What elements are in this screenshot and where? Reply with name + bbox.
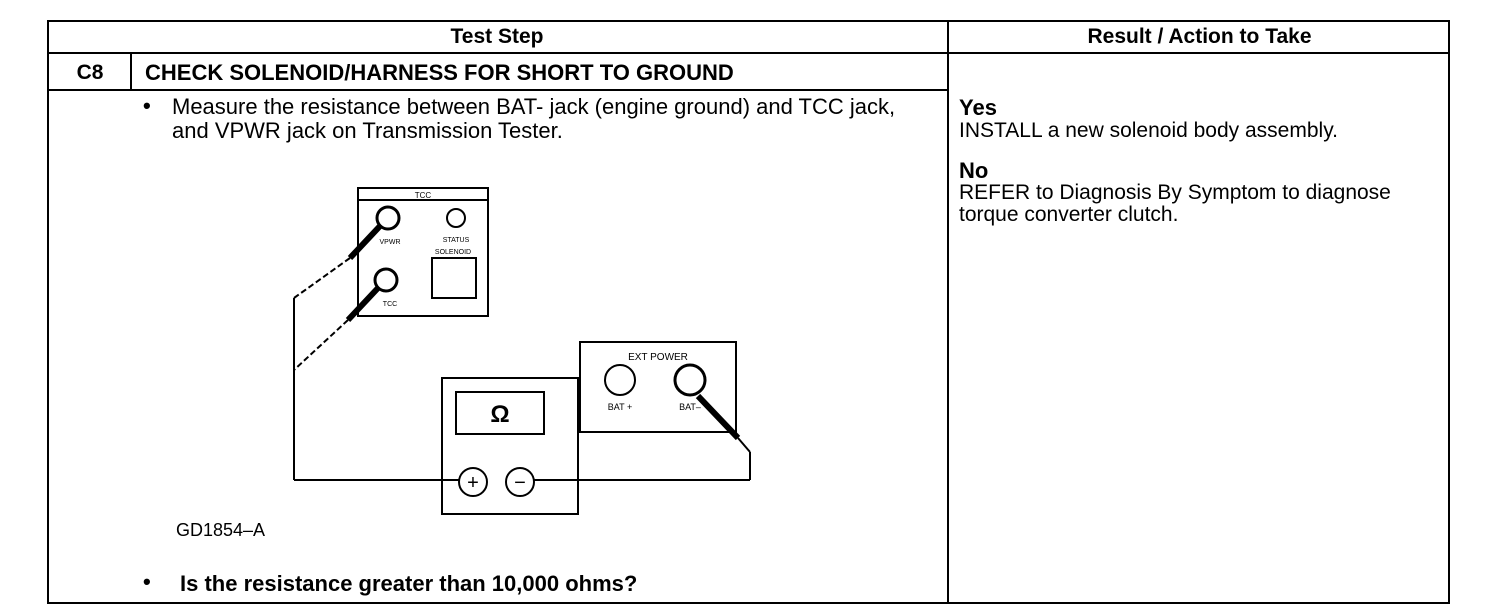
vpwr-jack-label: VPWR	[380, 239, 401, 246]
step-title: CHECK SOLENOID/HARNESS FOR SHORT TO GROU…	[145, 60, 734, 85]
step-question: Is the resistance greater than 10,000 oh…	[180, 571, 638, 596]
ohm-symbol: Ω	[490, 401, 509, 428]
figure-id: GD1854–A	[176, 520, 266, 540]
wiring-diagram: TCC VPWR STATUS SOLENOID TCC Ω + − EXT P…	[293, 187, 751, 515]
bullet-icon: •	[143, 93, 151, 118]
tcc-jack	[373, 267, 399, 293]
result-yes-text: INSTALL a new solenoid body assembly.	[959, 119, 1338, 142]
bullet-icon: •	[143, 569, 151, 594]
bat-minus-jack	[673, 363, 707, 397]
ohmmeter: Ω + −	[441, 377, 579, 515]
step-id: C8	[76, 61, 104, 84]
tester-panel-title: TCC	[415, 191, 432, 200]
tcc-jack-label: TCC	[383, 301, 397, 308]
status-jack-label: STATUS	[443, 237, 470, 244]
header-test-step: Test Step	[450, 25, 544, 48]
result-yes-label: Yes	[959, 95, 997, 120]
solenoid-label: SOLENOID	[435, 249, 471, 256]
bat-plus-jack	[604, 364, 636, 396]
meter-minus-label: −	[514, 472, 526, 494]
step-id-divider	[130, 52, 132, 90]
ext-power-panel: EXT POWER BAT + BAT–	[579, 341, 737, 433]
meter-plus-terminal	[458, 467, 488, 497]
meter-plus-label: +	[467, 472, 479, 494]
column-divider	[947, 20, 949, 604]
header-divider	[47, 52, 1450, 54]
header-result-action: Result / Action to Take	[1087, 25, 1312, 48]
step-instruction: Measure the resistance between BAT- jack…	[172, 94, 896, 143]
vpwr-jack	[375, 205, 401, 231]
bat-plus-label: BAT +	[608, 402, 632, 412]
result-no-label: No	[959, 158, 989, 183]
step-row-divider	[47, 89, 949, 91]
solenoid-box	[431, 257, 477, 299]
result-no-text: REFER to Diagnosis By Symptom to diagnos…	[959, 181, 1391, 226]
tester-probes	[293, 223, 383, 480]
status-jack	[446, 208, 466, 228]
ext-power-title: EXT POWER	[628, 352, 688, 363]
ground-probe	[534, 393, 751, 481]
meter-minus-terminal	[505, 467, 535, 497]
transmission-tester-panel: TCC VPWR STATUS SOLENOID TCC	[357, 187, 489, 317]
bat-minus-label: BAT–	[679, 402, 701, 412]
test-step-table	[47, 20, 1450, 604]
